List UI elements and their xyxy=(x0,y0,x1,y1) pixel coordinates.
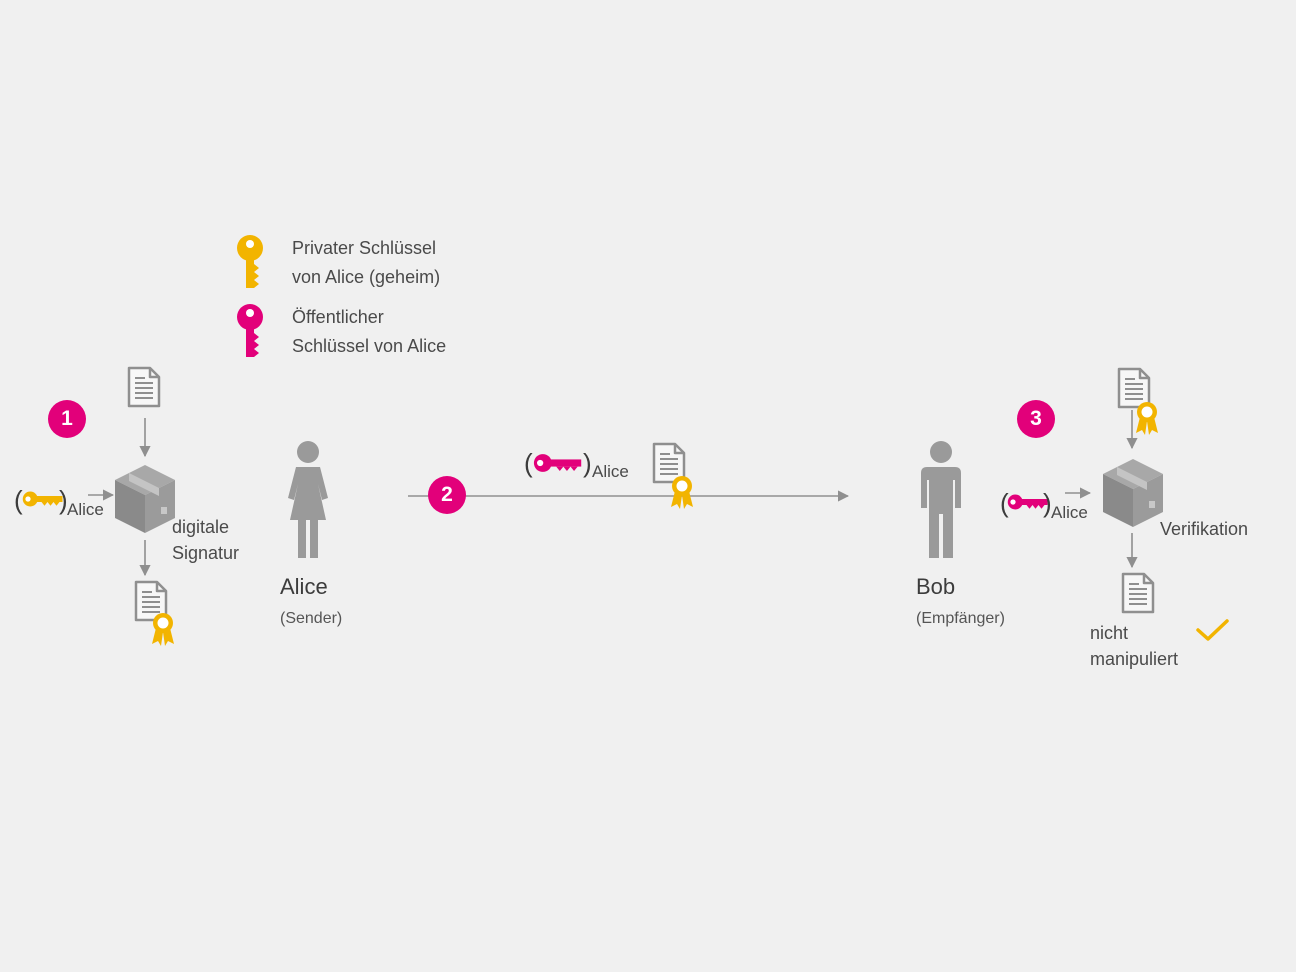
sender-name: Alice xyxy=(280,574,328,599)
step-3-label: Verifikation xyxy=(1160,519,1249,539)
receiver-role: (Empfänger) xyxy=(916,610,1005,627)
private-key-icon xyxy=(22,489,64,509)
public-key-icon xyxy=(533,452,583,474)
document-icon xyxy=(1121,572,1155,614)
arrow-right xyxy=(88,489,115,501)
box-icon xyxy=(1101,457,1165,529)
legend-private-key-line2: von Alice (geheim) xyxy=(292,267,441,287)
seal-icon xyxy=(669,475,695,509)
seal-icon xyxy=(1134,401,1160,435)
open-paren: ( xyxy=(1000,488,1009,518)
alice-person-icon xyxy=(278,440,338,560)
open-paren: ( xyxy=(524,448,533,478)
sender-role: (Sender) xyxy=(280,610,343,627)
arrow-down xyxy=(1126,410,1138,450)
box-icon xyxy=(113,463,177,535)
open-paren: ( xyxy=(14,485,23,515)
legend-private-key-line1: Privater Schlüssel xyxy=(292,238,437,258)
private-key-icon xyxy=(235,234,265,290)
key-owner-label: Alice xyxy=(1051,503,1088,522)
result-line2: manipuliert xyxy=(1090,649,1179,669)
key-owner-label: Alice xyxy=(67,500,104,519)
arrow-down xyxy=(139,418,151,458)
document-icon xyxy=(127,366,161,408)
close-paren: ) xyxy=(1043,488,1052,518)
close-paren: ) xyxy=(59,485,68,515)
public-key-icon xyxy=(235,303,265,359)
transmission-arrow xyxy=(408,490,850,502)
receiver-name: Bob xyxy=(916,574,956,599)
result-line1: nicht xyxy=(1090,623,1129,643)
step-1-label-line1: digitale xyxy=(172,517,230,537)
legend-public-key-line1: Öffentlicher xyxy=(292,307,384,327)
checkmark-icon xyxy=(1196,619,1229,641)
step-1-badge: 1 xyxy=(48,400,86,438)
arrow-down xyxy=(139,540,151,577)
key-owner-label: Alice xyxy=(592,462,629,481)
seal-icon xyxy=(150,612,176,646)
close-paren: ) xyxy=(583,448,592,478)
step-2-badge: 2 xyxy=(428,476,466,514)
legend-public-key-line2: Schlüssel von Alice xyxy=(292,336,447,356)
step-1-label-line2: Signatur xyxy=(172,543,240,563)
arrow-right xyxy=(1065,487,1092,499)
bob-person-icon xyxy=(911,440,971,560)
step-3-badge: 3 xyxy=(1017,400,1055,438)
arrow-down xyxy=(1126,533,1138,569)
